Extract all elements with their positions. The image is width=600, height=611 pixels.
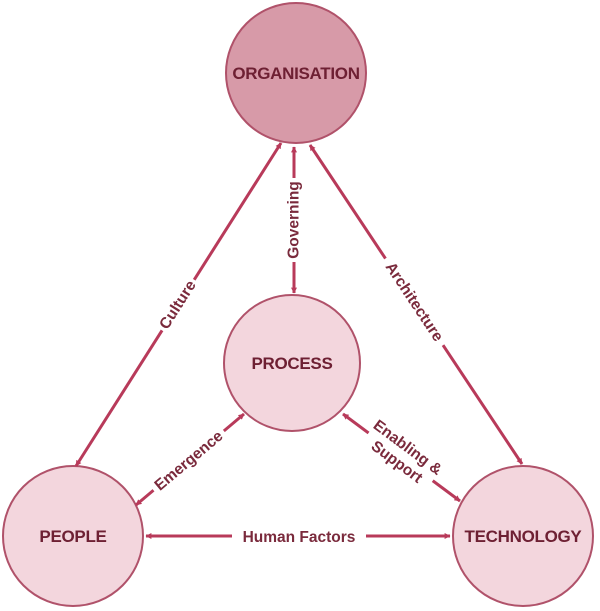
people-label: PEOPLE bbox=[39, 527, 106, 546]
people-circle bbox=[2, 465, 144, 607]
process-label: PROCESS bbox=[251, 354, 332, 373]
human-factors-label: Human Factors bbox=[243, 529, 356, 546]
emergence-label: Emergence bbox=[152, 427, 227, 494]
governing-label: Governing bbox=[286, 181, 303, 259]
emergence-label-bg bbox=[146, 423, 232, 499]
human-factors-label-bg bbox=[232, 524, 366, 548]
enabling-label-bg bbox=[359, 410, 450, 494]
governing-label-bg bbox=[283, 178, 305, 262]
technology-label: TECHNOLOGY bbox=[465, 527, 583, 546]
organisation-label: ORGANISATION bbox=[232, 64, 359, 83]
technology-circle bbox=[452, 465, 594, 607]
culture-label-bg bbox=[152, 273, 204, 337]
architecture-label-bg bbox=[376, 252, 452, 352]
architecture-label: Architecture bbox=[382, 259, 447, 345]
organisation-circle bbox=[225, 2, 367, 144]
